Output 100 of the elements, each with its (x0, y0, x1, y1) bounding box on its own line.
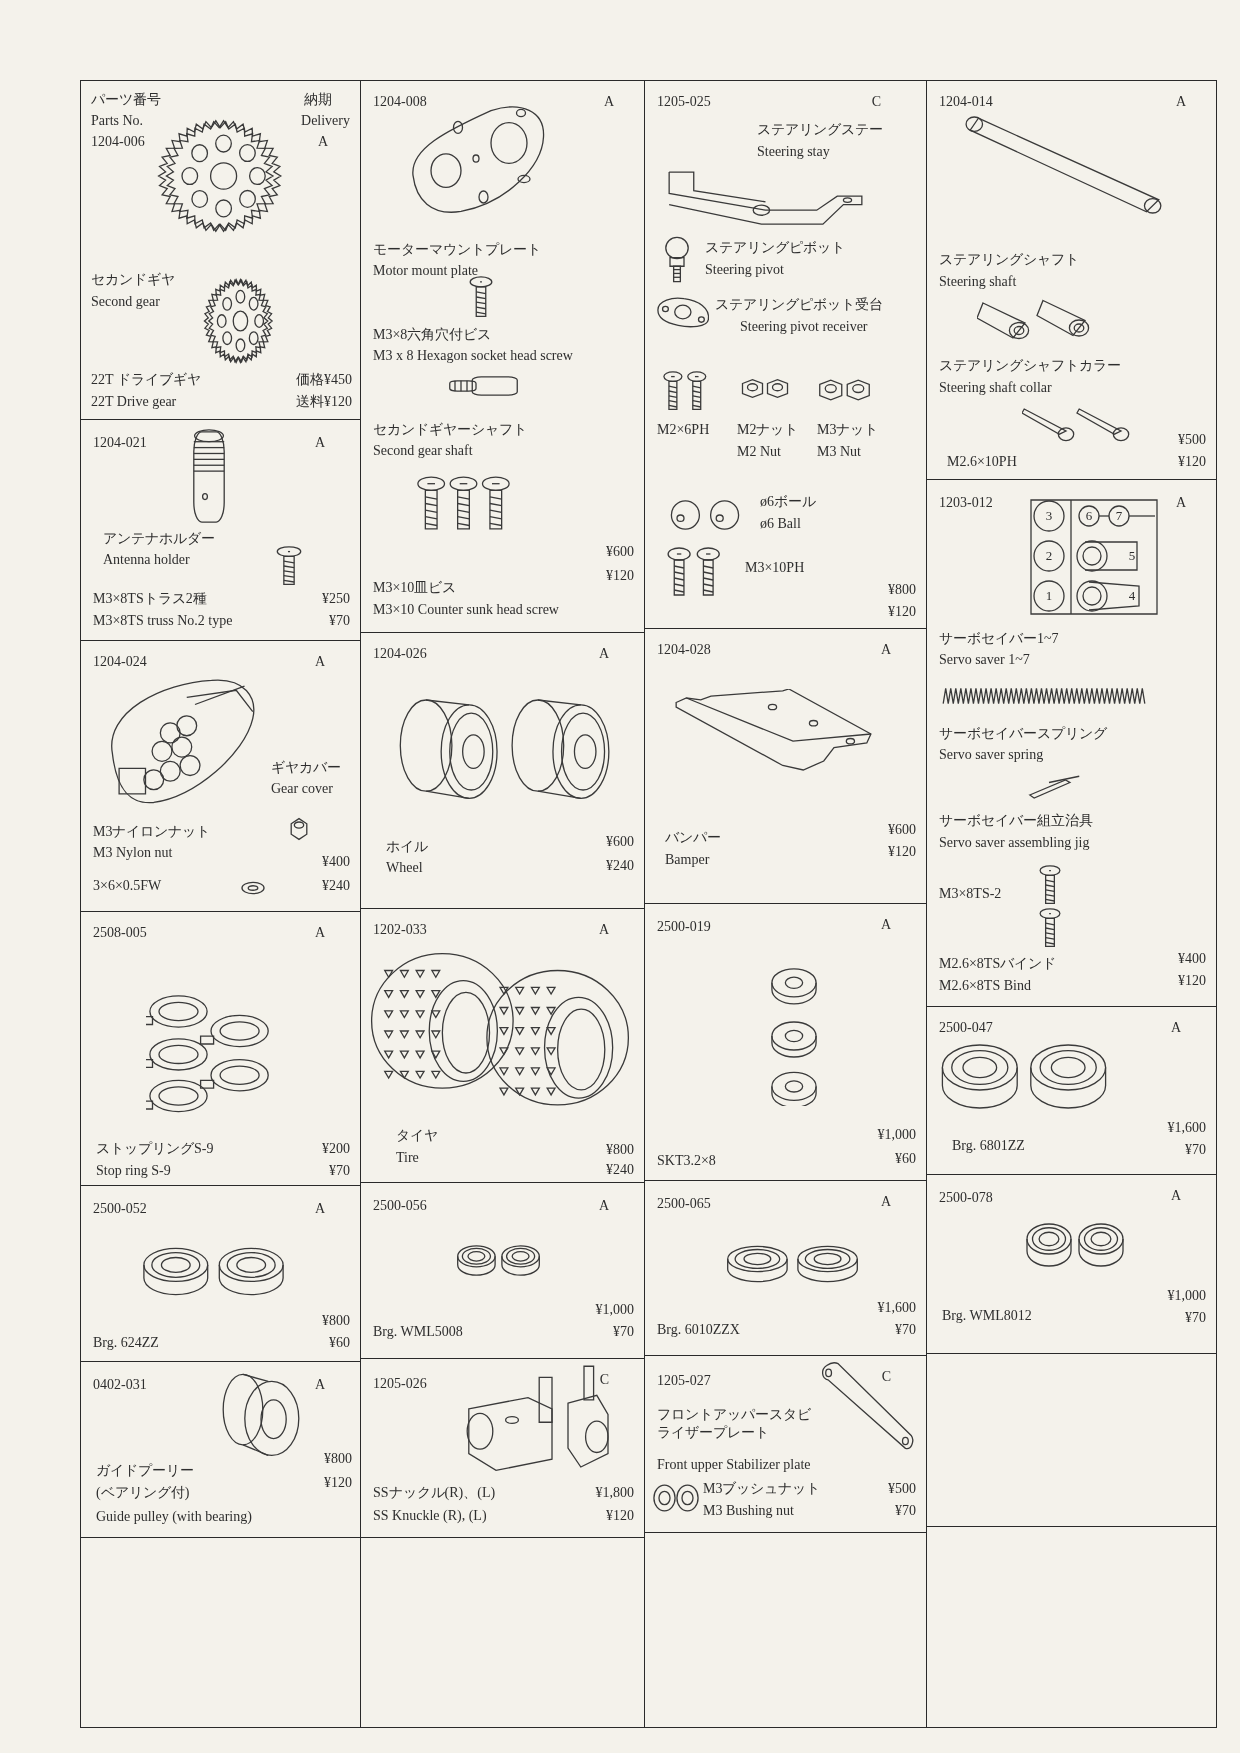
price: ¥800 (322, 1312, 350, 1330)
part-name: Brg. 6801ZZ (952, 1137, 1025, 1155)
part-number: 1204-028 (657, 641, 711, 659)
column-heading: パーツ番号 (91, 91, 161, 109)
part-name: M2.6×8TSバインド (939, 955, 1057, 973)
callout-number: 5 (1128, 549, 1136, 563)
column-heading: Delivery (301, 112, 350, 130)
price: ¥70 (1185, 1141, 1206, 1159)
price: ¥500 (1178, 431, 1206, 449)
delivery-code: C (881, 1368, 891, 1386)
part-name: M3 Nylon nut (93, 844, 173, 862)
delivery-code: A (314, 924, 325, 942)
part-name: ステアリングステー (757, 121, 883, 139)
callout-number: 7 (1115, 509, 1123, 523)
part-name: M3ナイロンナット (93, 823, 211, 841)
price: ¥400 (1178, 950, 1206, 968)
price: ¥800 (606, 1141, 634, 1159)
part-name: Antenna holder (103, 551, 190, 569)
delivery-code: A (314, 653, 325, 671)
price: ¥1,000 (1167, 1287, 1206, 1305)
part-number: 2500-056 (373, 1197, 427, 1215)
part-number: 2500-019 (657, 918, 711, 936)
part-name: ステアリングシャフトカラー (939, 357, 1121, 375)
price: ¥1,000 (595, 1301, 634, 1319)
part-name: SSナックル(R)、(L) (373, 1484, 496, 1502)
part-name: M3ナット (817, 421, 879, 439)
part-name: 22T Drive gear (91, 393, 177, 411)
part-name: Guide pulley (with bearing) (96, 1508, 252, 1526)
part-name: Tire (396, 1149, 419, 1167)
price: 送料¥120 (296, 393, 352, 411)
part-name: Brg. 6010ZZX (657, 1321, 740, 1339)
price: ¥1,600 (877, 1299, 916, 1317)
price: ¥800 (324, 1450, 352, 1468)
part-name: M3 x 8 Hexagon socket head screw (373, 347, 573, 365)
part-name: Bamper (665, 851, 710, 869)
part-name: Brg. WML8012 (942, 1307, 1032, 1325)
part-name: ギヤカバー (271, 759, 341, 777)
price: 価格¥450 (296, 371, 352, 389)
part-name: M3×10 Counter sunk head screw (373, 601, 559, 619)
price: ¥1,000 (877, 1126, 916, 1144)
price: ¥600 (888, 821, 916, 839)
part-name: セカンドギヤ (91, 271, 175, 289)
part-number: 1202-033 (373, 921, 427, 939)
delivery-code: A (880, 1193, 891, 1211)
delivery-code: A (314, 1200, 325, 1218)
price: ¥600 (606, 543, 634, 561)
part-name: ø6ボール (760, 493, 816, 511)
callout-number: 3 (1045, 509, 1053, 523)
part-number: 1204-024 (93, 653, 147, 671)
part-number: 0402-031 (93, 1376, 147, 1394)
part-name: M3×8六角穴付ビス (373, 326, 492, 344)
price: ¥1,600 (1167, 1119, 1206, 1137)
part-name: Servo saver 1~7 (939, 651, 1030, 669)
price: ¥60 (329, 1334, 350, 1352)
price: ¥600 (606, 833, 634, 851)
part-name: M2 Nut (737, 443, 781, 461)
part-name: サーボセイバー組立治具 (939, 812, 1093, 830)
price: ¥1,800 (595, 1484, 634, 1502)
part-number: 2508-005 (93, 924, 147, 942)
delivery-code: A (1175, 93, 1186, 111)
part-number: 1205-026 (373, 1375, 427, 1393)
price: ¥120 (1178, 972, 1206, 990)
part-name: Steering stay (757, 143, 830, 161)
part-name: Gear cover (271, 780, 333, 798)
part-name: Steering pivot (705, 261, 784, 279)
part-number: 1204-026 (373, 645, 427, 663)
price: ¥120 (606, 1507, 634, 1525)
price: ¥70 (895, 1321, 916, 1339)
part-name: Brg. WML5008 (373, 1323, 463, 1341)
part-name: M3 Bushing nut (703, 1502, 794, 1520)
delivery-code: C (599, 1371, 609, 1389)
part-name: Brg. 624ZZ (93, 1334, 159, 1352)
part-name: M3×8TSトラス2種 (93, 590, 207, 608)
price: ¥200 (322, 1140, 350, 1158)
price: ¥250 (322, 590, 350, 608)
part-name: Motor mount plate (373, 262, 478, 280)
price: ¥70 (613, 1323, 634, 1341)
part-name: M3×10皿ビス (373, 579, 457, 597)
price: ¥70 (895, 1502, 916, 1520)
callout-number: 1 (1045, 589, 1053, 603)
part-name: M3×8TS truss No.2 type (93, 612, 233, 630)
part-name: Steering shaft (939, 273, 1017, 291)
part-name: ホイル (386, 838, 428, 856)
part-number: 2500-078 (939, 1189, 993, 1207)
part-number: 1204-008 (373, 93, 427, 111)
part-number: 2500-052 (93, 1200, 147, 1218)
part-name: SS Knuckle (R), (L) (373, 1507, 487, 1525)
price: ¥240 (322, 877, 350, 895)
part-name: Wheel (386, 859, 423, 877)
delivery-code: A (1170, 1019, 1181, 1037)
delivery-code: A (317, 133, 328, 151)
parts-cell (926, 80, 1217, 480)
part-name: 22T ドライブギヤ (91, 371, 201, 389)
part-name: ステアリングピボット受台 (715, 296, 883, 314)
price: ¥240 (606, 1161, 634, 1179)
part-name: ストップリングS-9 (96, 1140, 214, 1158)
part-name: バンパー (665, 829, 721, 847)
part-name: Servo saver assembling jig (939, 834, 1090, 852)
part-name: アンテナホルダー (103, 530, 215, 548)
part-number: 1204-006 (91, 133, 145, 151)
